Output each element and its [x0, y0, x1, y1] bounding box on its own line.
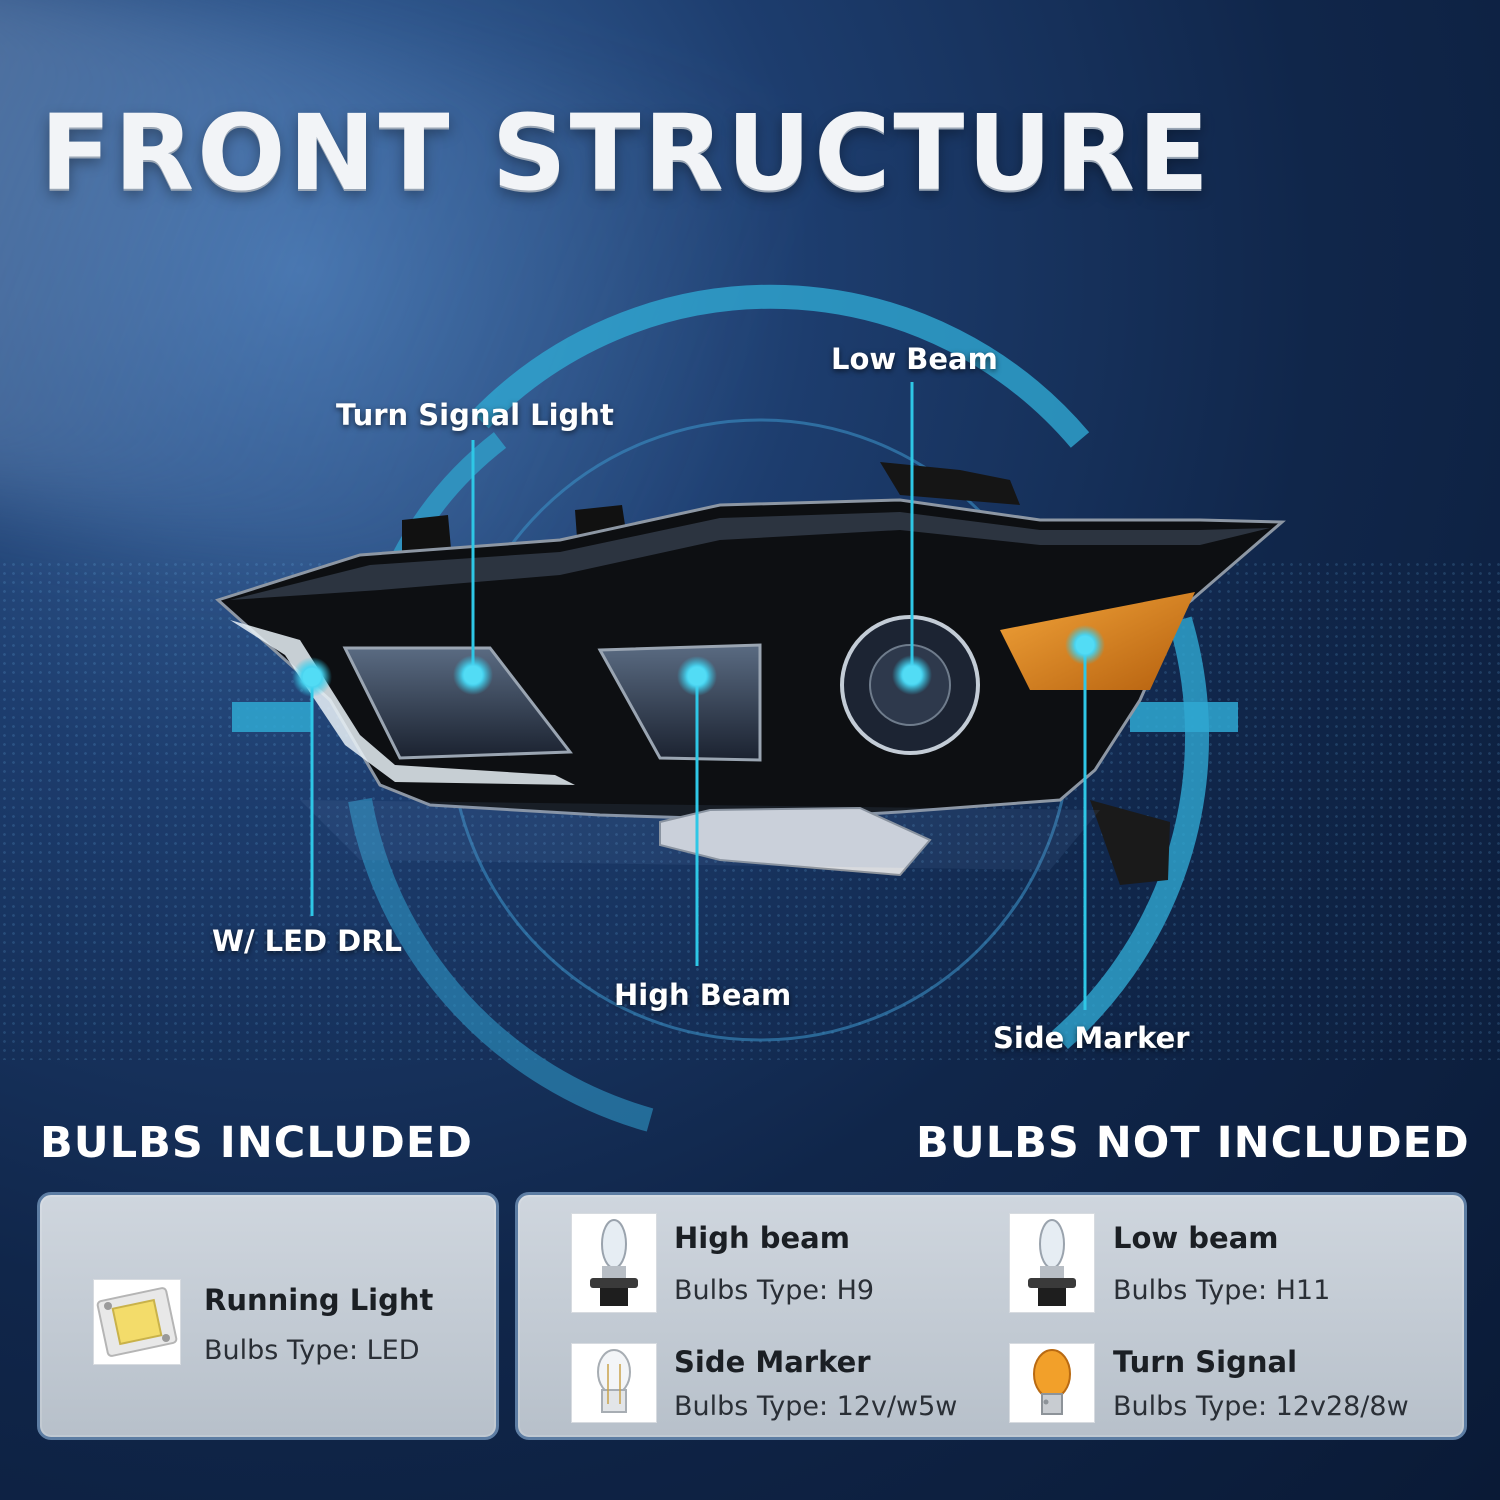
turn-signal-name: Turn Signal [1113, 1345, 1298, 1379]
bulbs-included-heading: BULBS INCLUDED [40, 1118, 473, 1168]
side-marker-name: Side Marker [674, 1345, 871, 1379]
callout-led-drl: W/ LED DRL [212, 924, 403, 958]
page-title: FRONT STRUCTURE [40, 92, 1212, 214]
headlight-illustration [215, 462, 1286, 885]
callout-turn-signal-light: Turn Signal Light [336, 398, 614, 432]
bulbs-included-panel: Running Light Bulbs Type: LED [37, 1192, 499, 1440]
high-beam-type: Bulbs Type: H9 [674, 1275, 875, 1306]
bulbs-not-included-panel: High beam Bulbs Type: H9 Low beam Bulbs … [515, 1192, 1467, 1440]
callout-lines [310, 382, 1087, 1010]
amber-bulb-icon [1009, 1343, 1095, 1423]
wedge-bulb-icon [571, 1343, 657, 1423]
halogen-bulb-icon [1009, 1213, 1095, 1313]
callout-side-marker: Side Marker [993, 1021, 1190, 1055]
included-item-type: Bulbs Type: LED [204, 1335, 420, 1366]
bulbs-not-included-heading: BULBS NOT INCLUDED [916, 1118, 1470, 1168]
included-item-name: Running Light [204, 1283, 434, 1317]
halogen-bulb-icon [571, 1213, 657, 1313]
turn-signal-type: Bulbs Type: 12v28/8w [1113, 1391, 1409, 1422]
led-chip-icon [93, 1279, 181, 1365]
callout-high-beam: High Beam [614, 978, 792, 1012]
low-beam-name: Low beam [1113, 1221, 1279, 1255]
callout-low-beam: Low Beam [831, 342, 998, 376]
high-beam-name: High beam [674, 1221, 850, 1255]
callout-dots [292, 625, 1105, 697]
low-beam-type: Bulbs Type: H11 [1113, 1275, 1331, 1306]
side-marker-type: Bulbs Type: 12v/w5w [674, 1391, 958, 1422]
